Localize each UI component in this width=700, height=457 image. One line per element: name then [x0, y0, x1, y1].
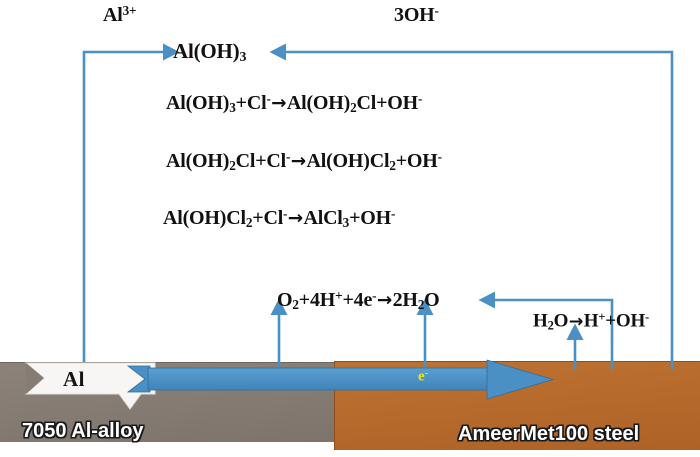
- equation-oxygen-reduction: O2+4H++4e-→2H2O: [277, 288, 440, 312]
- equation-aluminium-hydroxide: Al(OH)3: [173, 39, 247, 65]
- arrow-hydroxide-return: [269, 43, 674, 370]
- arrow-al-ion-to-hydroxide: [82, 43, 180, 362]
- equation-chloride-substitution-2: Al(OH)2Cl+Cl-→Al(OH)Cl2+OH-: [166, 149, 442, 173]
- label-hydroxide-ion: 3OH-: [394, 3, 439, 26]
- label-al-dissolution: Al: [63, 367, 85, 391]
- label-aluminium-ion: Al3+: [103, 3, 137, 26]
- equation-chloride-substitution-1: Al(OH)3+Cl-→Al(OH)2Cl+OH-: [166, 91, 423, 115]
- equation-chloride-substitution-3: Al(OH)Cl2+Cl-→AlCl3+OH-: [163, 206, 396, 230]
- equation-water-dissociation: H2O→H++OH-: [533, 310, 650, 333]
- arrow-water-to-cathodic: [478, 291, 614, 340]
- electron-flow-arrow: [126, 359, 555, 400]
- label-cathode-material: AmeerMet100 steel: [458, 423, 640, 445]
- label-anode-material: 7050 Al-alloy: [22, 420, 144, 442]
- label-electron-flow: e-: [418, 368, 429, 385]
